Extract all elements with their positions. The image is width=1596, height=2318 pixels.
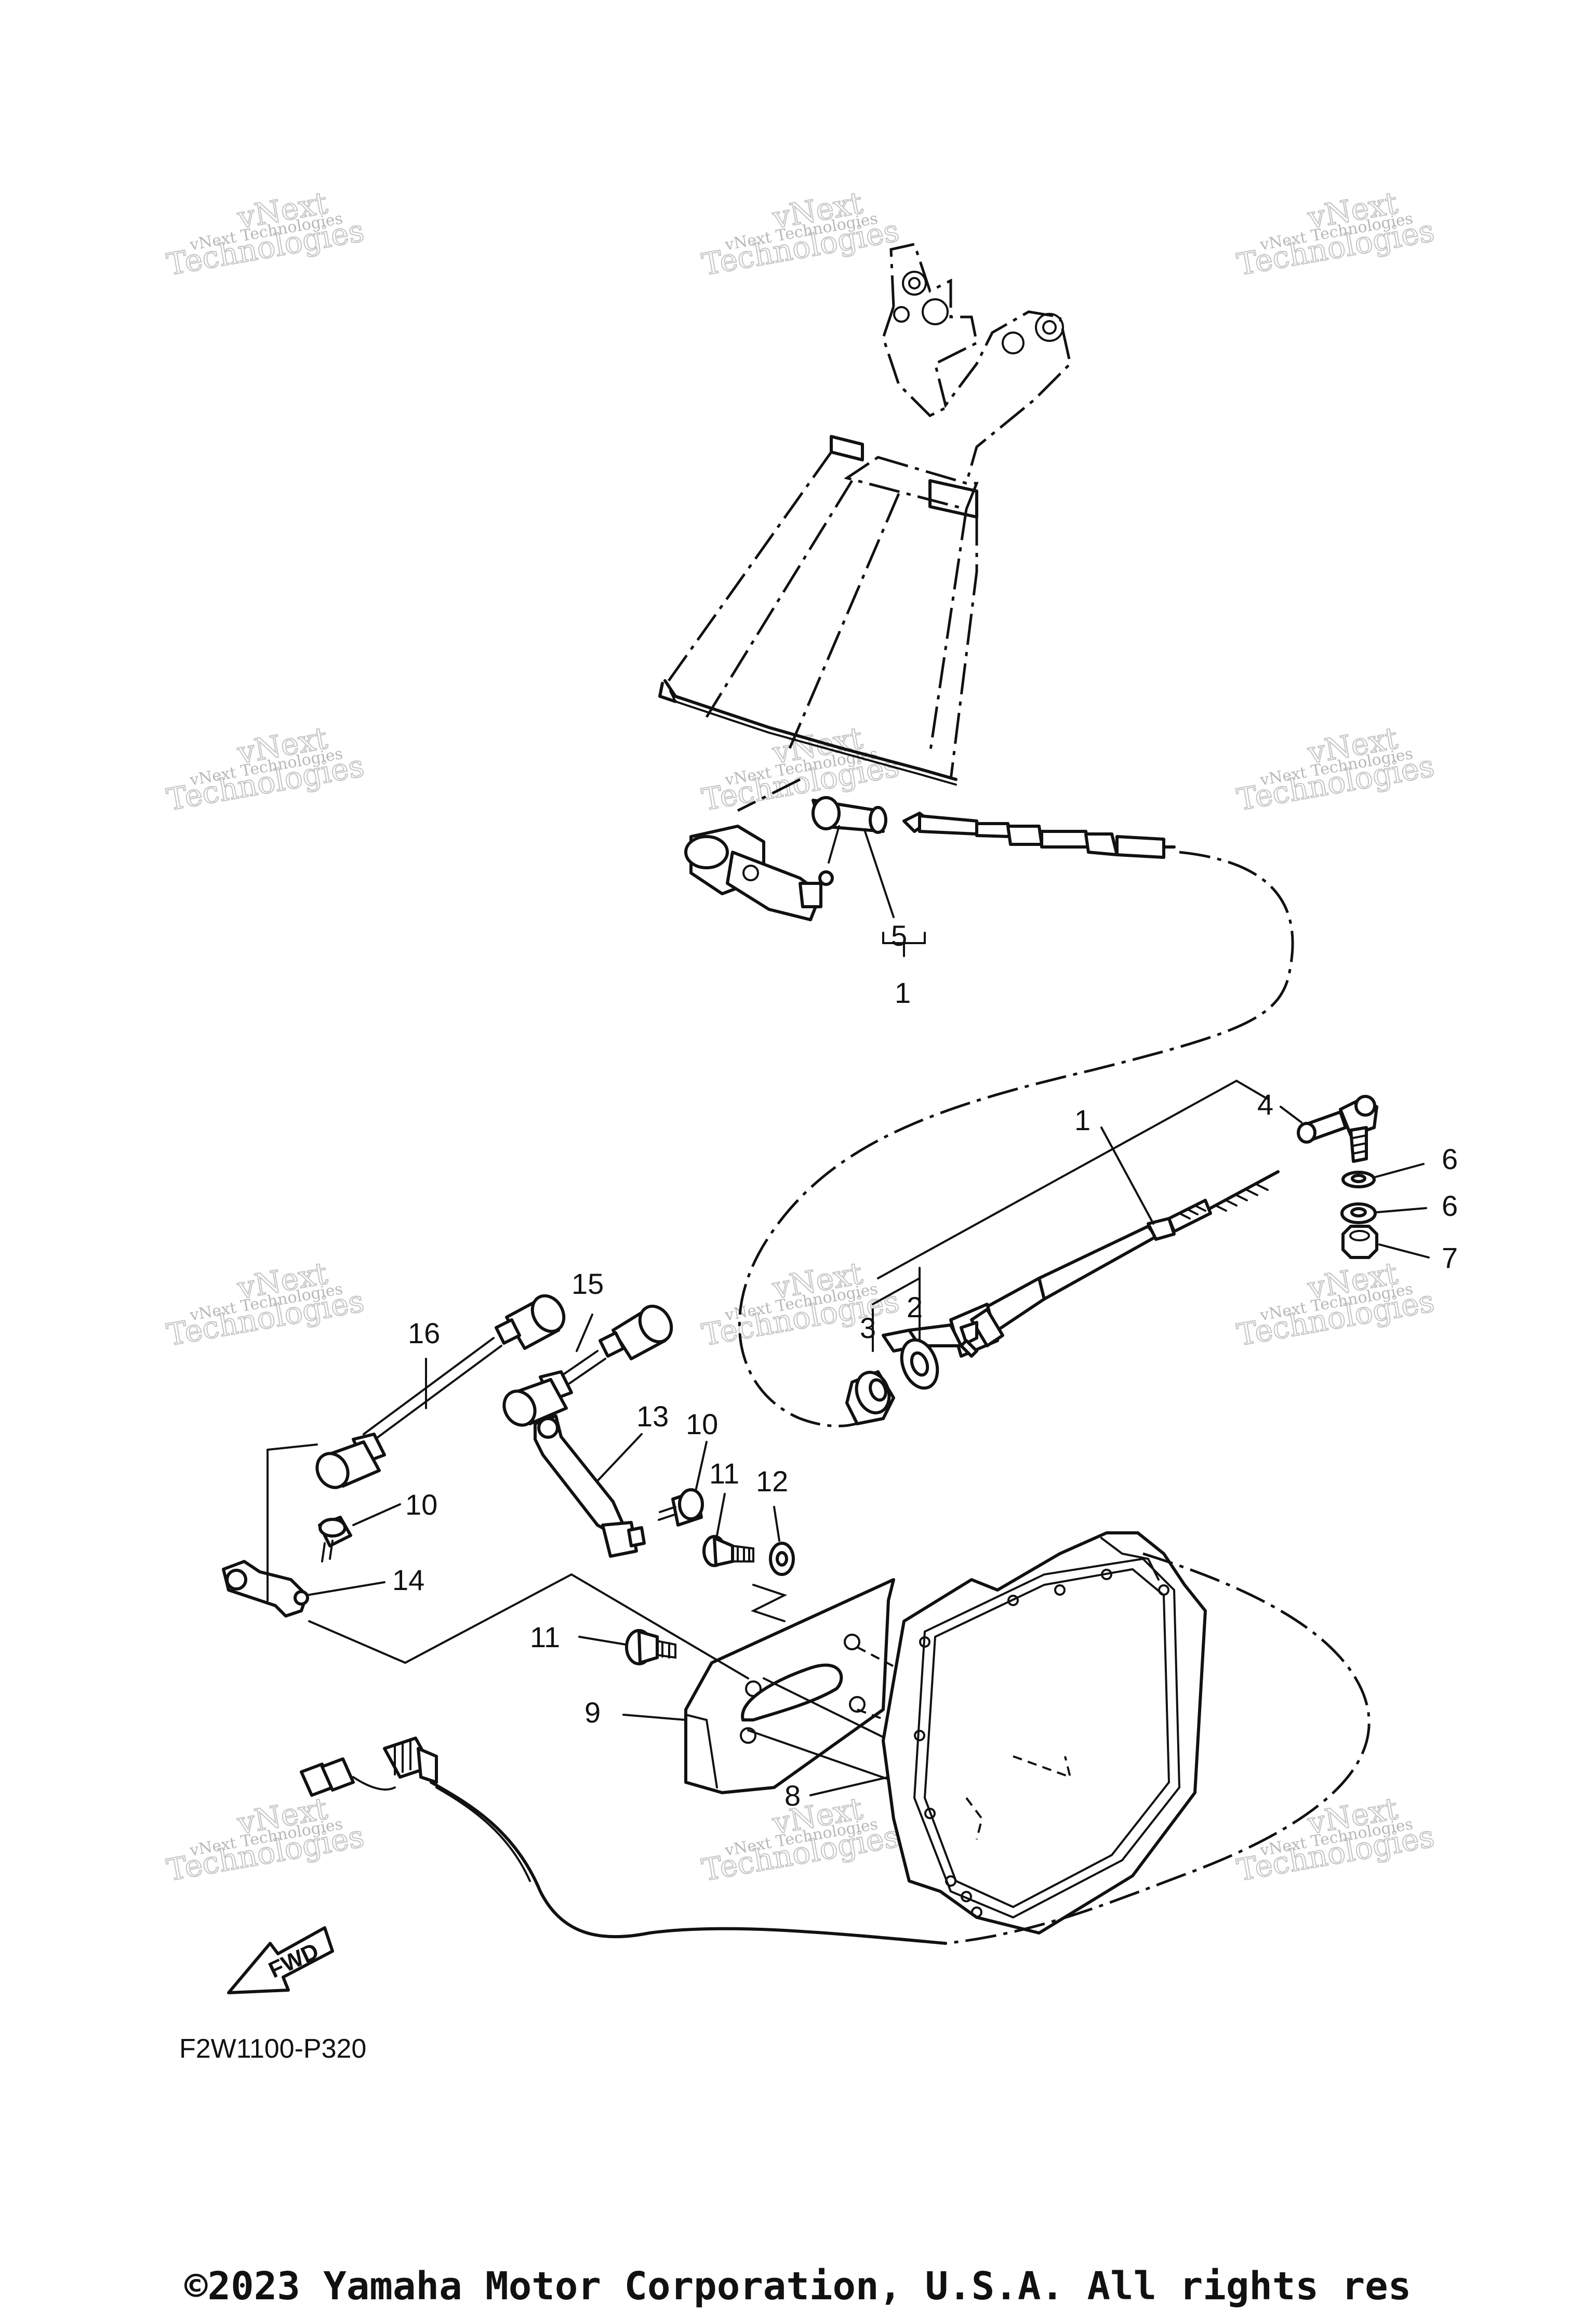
bolt-11-lower <box>578 1629 676 1665</box>
bolt-11-upper <box>702 1493 754 1567</box>
watermark: Technologies vNext Technologies vNext <box>1234 1255 1438 1353</box>
control-box-8 <box>809 1531 1371 1945</box>
watermark: Technologies vNext Technologies vNext <box>164 184 367 283</box>
wiring-harness <box>300 1737 947 1945</box>
watermark: Technologies vNext Technologies vNext <box>1234 184 1438 283</box>
callout-13: 13 <box>636 1400 669 1433</box>
callout-5: 5 <box>891 919 907 952</box>
fwd-arrow-icon: FWD <box>227 1926 334 1994</box>
callout-6a: 6 <box>1442 1143 1458 1175</box>
bolt-10-right <box>658 1441 708 1527</box>
callout-2: 2 <box>907 1291 923 1323</box>
watermark: Technologies vNext Technologies vNext <box>164 1790 367 1888</box>
callout-14: 14 <box>392 1564 424 1596</box>
watermark: Technologies vNext Technologies vNext <box>699 184 902 283</box>
steering-cable <box>738 812 1294 1427</box>
bolt-10-left <box>318 1503 401 1562</box>
watermark: Technologies vNext Technologies vNext <box>1234 1790 1438 1888</box>
watermark: Technologies vNext Technologies vNext <box>164 720 367 818</box>
part-5-cable-joint <box>812 796 926 957</box>
callout-11a: 11 <box>709 1457 739 1490</box>
callout-16: 16 <box>408 1317 440 1349</box>
mount-plate-9 <box>622 1578 895 1794</box>
callout-6b: 6 <box>1442 1189 1458 1222</box>
cable-end-assembly <box>845 1080 1280 1425</box>
callout-4: 4 <box>1257 1088 1273 1121</box>
callout-15: 15 <box>571 1267 604 1300</box>
copyright-notice: ©2023 Yamaha Motor Corporation, U.S.A. A… <box>184 2264 1411 2309</box>
ball-joint-hardware <box>1235 1080 1430 1259</box>
callout-1-top: 1 <box>895 976 911 1009</box>
callout-10a: 10 <box>405 1488 437 1521</box>
callout-10b: 10 <box>686 1408 718 1440</box>
washer-12 <box>769 1506 795 1576</box>
lever-13 <box>534 1414 646 1558</box>
jet-pump-housing <box>658 243 1072 921</box>
callout-1-mid: 1 <box>1074 1104 1090 1136</box>
rod-15 <box>502 1304 673 1427</box>
bracket-14 <box>222 1443 385 1618</box>
callout-11b: 11 <box>530 1621 560 1653</box>
rod-16 <box>315 1294 566 1489</box>
watermark: Technologies vNext Technologies vNext <box>164 1255 367 1353</box>
callouts: 5 1 4 1 6 6 7 2 3 15 16 13 10 11 12 10 1… <box>392 919 1458 1812</box>
figure-code: F2W1100-P320 <box>179 2034 366 2064</box>
callout-8: 8 <box>784 1779 801 1812</box>
callout-7: 7 <box>1442 1241 1458 1274</box>
callout-9: 9 <box>584 1696 601 1729</box>
callout-12: 12 <box>756 1465 788 1498</box>
callout-3: 3 <box>860 1312 876 1344</box>
watermark: Technologies vNext Technologies vNext <box>1234 720 1438 818</box>
